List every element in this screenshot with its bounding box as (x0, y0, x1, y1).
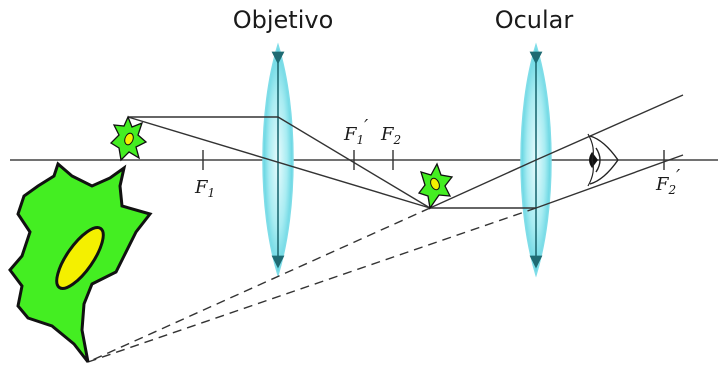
label-f1-prime: F1′ (343, 116, 368, 147)
object-cell (109, 115, 148, 162)
label-ocular: Ocular (495, 6, 574, 34)
objective-lens (262, 42, 294, 278)
ray-lines (127, 94, 684, 209)
virtual-ray-1 (87, 207, 431, 363)
label-f2-prime: F2′ (655, 166, 680, 197)
ray-exit-upper (535, 94, 684, 161)
focal-ticks (202, 150, 665, 170)
virtual-rays (87, 207, 537, 363)
ray-exit-lower (535, 154, 684, 209)
ray-chief (127, 116, 431, 209)
virtual-ray-2 (87, 207, 537, 363)
ray-to-ocular (429, 159, 537, 209)
eye-icon (587, 133, 619, 187)
virtual-image-cell (8, 161, 153, 363)
label-f2: F2 (380, 124, 401, 147)
intermediate-image-cell (417, 162, 454, 210)
label-f1: F1 (194, 177, 215, 200)
ray-parallel (128, 116, 431, 209)
label-objective: Objetivo (233, 6, 334, 34)
